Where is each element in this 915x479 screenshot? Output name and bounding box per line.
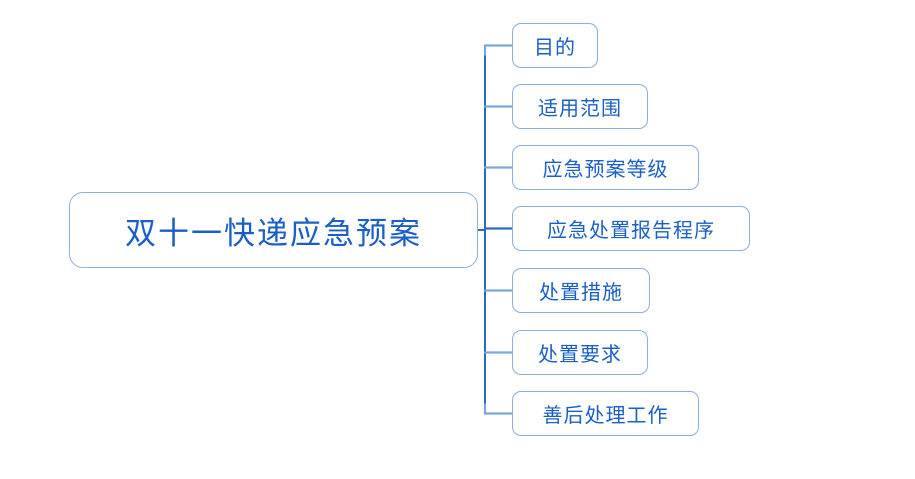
mindmap-child-node-6[interactable]: 处置要求 <box>512 330 648 375</box>
mindmap-child-node-3[interactable]: 应急预案等级 <box>512 145 699 190</box>
mindmap-child-node-1[interactable]: 目的 <box>512 23 598 68</box>
mindmap-child-node-4[interactable]: 应急处置报告程序 <box>512 206 750 251</box>
mindmap-child-node-2[interactable]: 适用范围 <box>512 84 648 129</box>
mindmap-child-node-5[interactable]: 处置措施 <box>512 268 650 313</box>
mindmap-child-node-7[interactable]: 善后处理工作 <box>512 391 699 436</box>
mindmap-root-node[interactable]: 双十一快递应急预案 <box>69 192 478 268</box>
